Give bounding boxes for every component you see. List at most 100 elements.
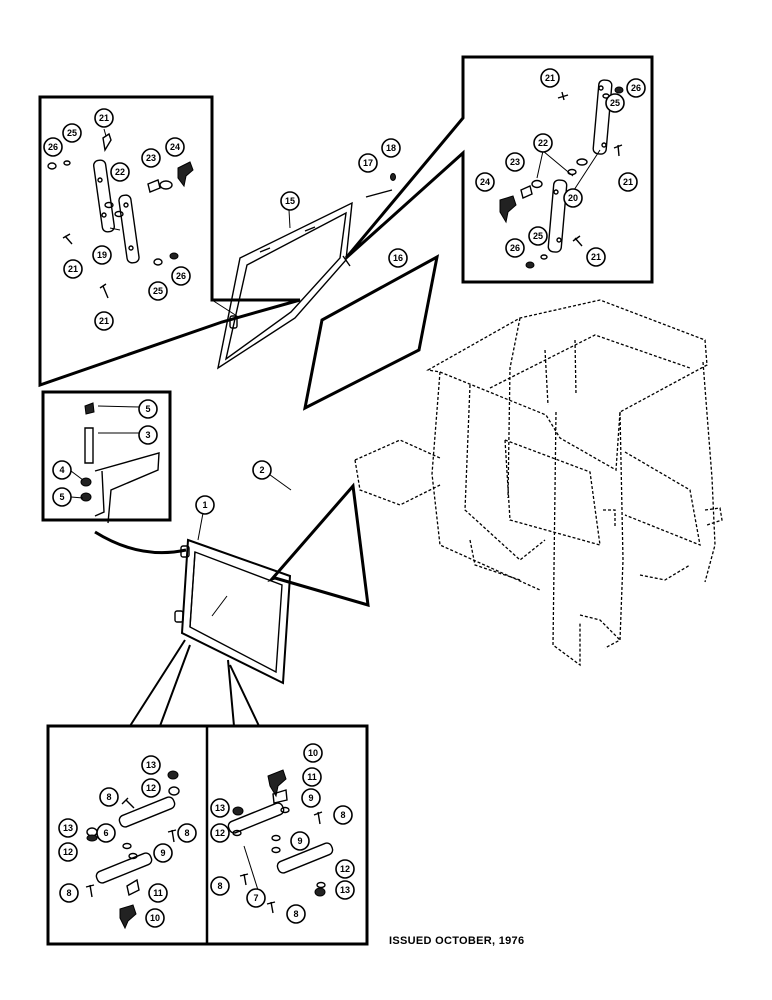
svg-text:7: 7 (253, 893, 258, 903)
callout-2: 2 (252, 460, 272, 480)
svg-text:26: 26 (631, 83, 641, 93)
callout-22: 22 (110, 162, 130, 182)
svg-text:24: 24 (480, 177, 490, 187)
svg-text:25: 25 (533, 231, 543, 241)
callout-25: 25 (148, 281, 168, 301)
callout-25: 25 (62, 123, 82, 143)
inset-lower (46, 639, 369, 946)
callout-19: 19 (92, 245, 112, 265)
svg-text:13: 13 (215, 803, 225, 813)
svg-text:10: 10 (308, 748, 318, 758)
callout-5: 5 (52, 487, 72, 507)
callout-8: 8 (210, 876, 230, 896)
svg-text:19: 19 (97, 250, 107, 260)
svg-text:26: 26 (176, 271, 186, 281)
svg-text:8: 8 (106, 792, 111, 802)
svg-text:4: 4 (59, 465, 64, 475)
svg-text:26: 26 (48, 142, 58, 152)
callout-11: 11 (302, 767, 322, 787)
svg-text:8: 8 (217, 881, 222, 891)
callout-24: 24 (475, 172, 495, 192)
svg-text:10: 10 (150, 913, 160, 923)
callout-5: 5 (138, 399, 158, 419)
callout-11: 11 (148, 883, 168, 903)
svg-text:26: 26 (510, 243, 520, 253)
callout-12: 12 (58, 842, 78, 862)
svg-text:5: 5 (145, 404, 150, 414)
svg-text:11: 11 (307, 772, 317, 782)
callout-21: 21 (94, 108, 114, 128)
callout-9: 9 (153, 843, 173, 863)
svg-text:24: 24 (170, 142, 180, 152)
callout-12: 12 (335, 859, 355, 879)
callout-8: 8 (333, 805, 353, 825)
callout-12: 12 (141, 778, 161, 798)
svg-text:23: 23 (146, 153, 156, 163)
svg-text:22: 22 (115, 167, 125, 177)
svg-text:13: 13 (146, 760, 156, 770)
callout-26: 26 (171, 266, 191, 286)
svg-text:12: 12 (63, 847, 73, 857)
callout-9: 9 (301, 788, 321, 808)
svg-text:17: 17 (363, 158, 373, 168)
callout-26: 26 (43, 137, 63, 157)
svg-text:21: 21 (99, 113, 109, 123)
callout-17: 17 (358, 153, 378, 173)
svg-text:15: 15 (285, 196, 295, 206)
svg-text:1: 1 (202, 500, 207, 510)
callout-8: 8 (59, 883, 79, 903)
callout-26: 26 (505, 238, 525, 258)
lower-window-assembly (174, 471, 370, 685)
callout-21: 21 (540, 68, 560, 88)
callout-8: 8 (177, 823, 197, 843)
callout-25: 25 (528, 226, 548, 246)
svg-text:12: 12 (215, 828, 225, 838)
cab-outline (354, 299, 723, 667)
callout-25: 25 (605, 93, 625, 113)
callout-21: 21 (63, 259, 83, 279)
svg-text:21: 21 (623, 177, 633, 187)
svg-text:25: 25 (610, 98, 620, 108)
svg-text:25: 25 (153, 286, 163, 296)
callout-20: 20 (563, 188, 583, 208)
callout-6: 6 (96, 823, 116, 843)
svg-text:23: 23 (510, 157, 520, 167)
svg-text:22: 22 (538, 138, 548, 148)
callout-13: 13 (141, 755, 161, 775)
callout-18: 18 (381, 138, 401, 158)
svg-text:6: 6 (103, 828, 108, 838)
callout-4: 4 (52, 460, 72, 480)
svg-text:25: 25 (67, 128, 77, 138)
svg-text:8: 8 (184, 828, 189, 838)
issued-date-footer: ISSUED OCTOBER, 1976 (389, 935, 525, 947)
callout-13: 13 (58, 818, 78, 838)
svg-text:21: 21 (545, 73, 555, 83)
svg-text:12: 12 (340, 864, 350, 874)
callout-15: 15 (280, 191, 300, 211)
callout-8: 8 (286, 904, 306, 924)
svg-text:21: 21 (591, 252, 601, 262)
callout-1: 1 (195, 495, 215, 515)
callout-12: 12 (210, 823, 230, 843)
svg-text:9: 9 (160, 848, 165, 858)
callout-8: 8 (99, 787, 119, 807)
svg-text:5: 5 (59, 492, 64, 502)
callout-21: 21 (618, 172, 638, 192)
callout-21: 21 (94, 311, 114, 331)
callout-24: 24 (165, 137, 185, 157)
callout-26: 26 (626, 78, 646, 98)
svg-text:8: 8 (66, 888, 71, 898)
inset-upper-right (344, 55, 654, 284)
callout-10: 10 (303, 743, 323, 763)
svg-text:18: 18 (386, 143, 396, 153)
svg-text:20: 20 (568, 193, 578, 203)
svg-text:13: 13 (340, 885, 350, 895)
svg-text:16: 16 (393, 253, 403, 263)
callout-13: 13 (210, 798, 230, 818)
callout-13: 13 (335, 880, 355, 900)
svg-text:3: 3 (145, 430, 150, 440)
svg-text:21: 21 (68, 264, 78, 274)
svg-text:8: 8 (293, 909, 298, 919)
callout-3: 3 (138, 425, 158, 445)
